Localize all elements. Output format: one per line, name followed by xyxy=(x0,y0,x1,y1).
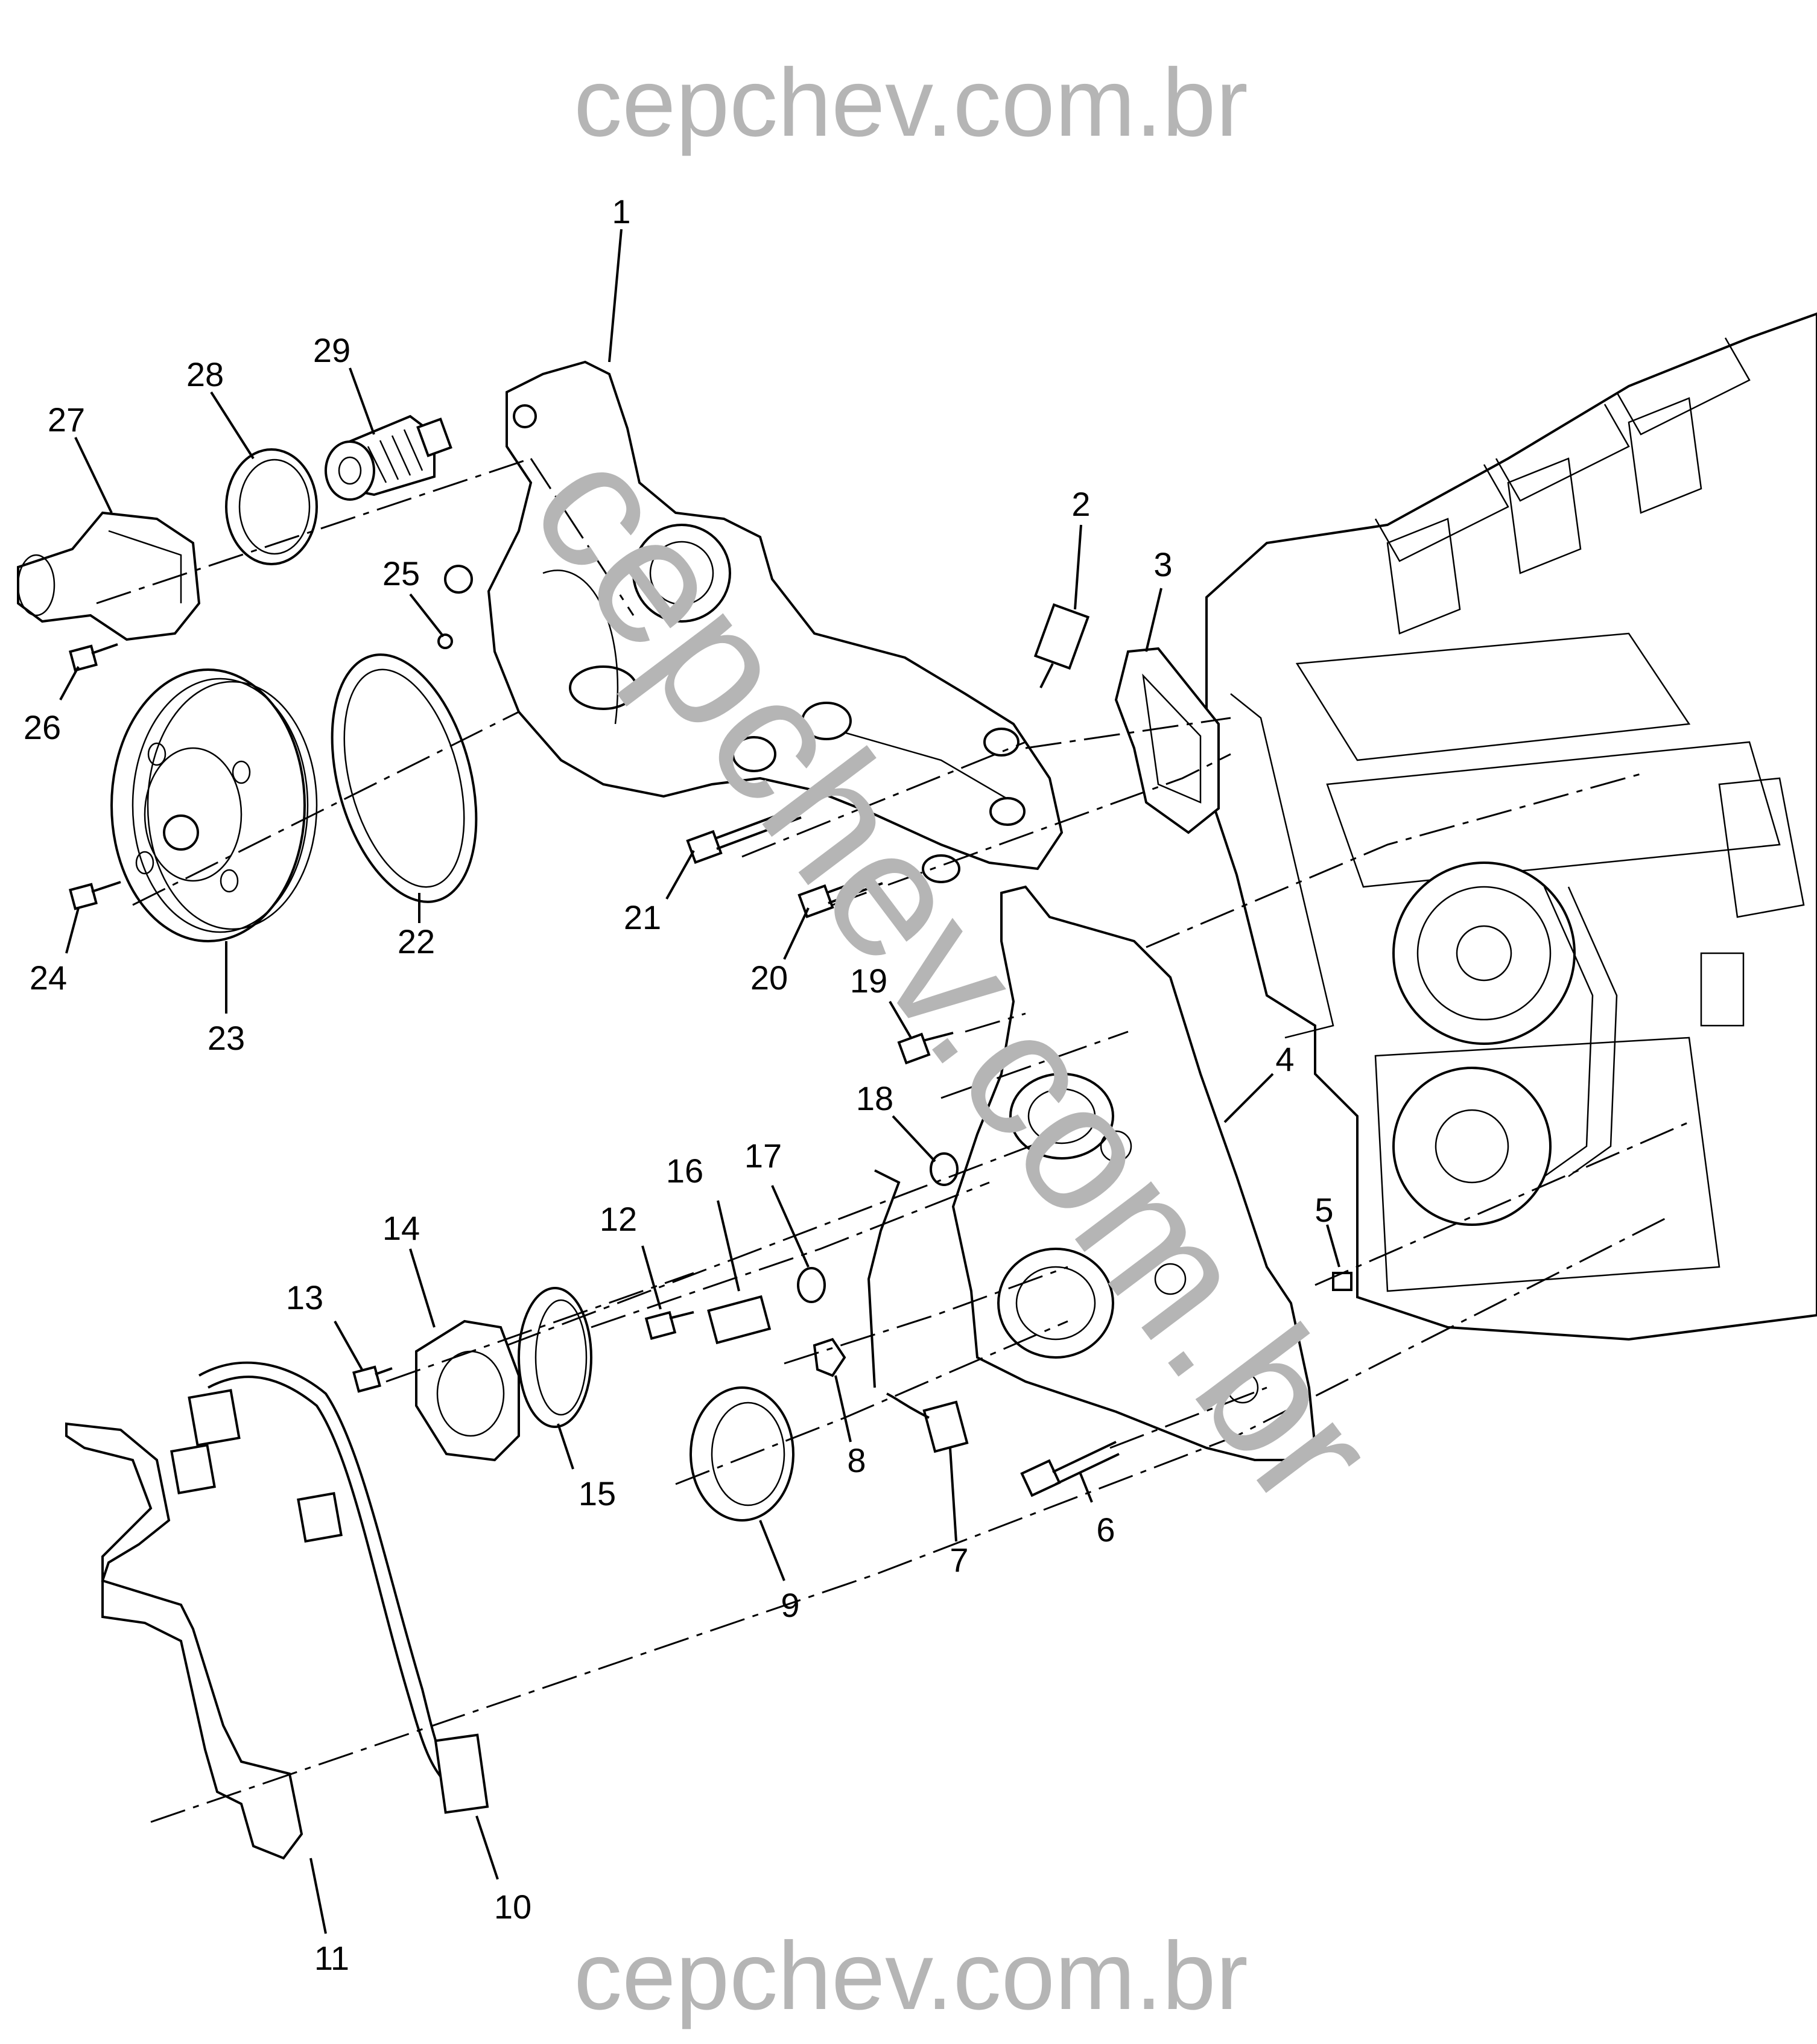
watermark-bottom: cepchev.com.br xyxy=(574,1922,1248,2030)
leader-lines xyxy=(59,229,1340,1934)
callout-4: 4 xyxy=(1275,1040,1294,1078)
front-cover xyxy=(951,885,1317,1461)
callout-7: 7 xyxy=(950,1541,968,1579)
callout-25: 25 xyxy=(382,554,420,592)
water-pump-gasket xyxy=(331,653,478,903)
callout-17: 17 xyxy=(744,1137,782,1175)
o-ring-part-18 xyxy=(930,1152,959,1186)
wiring-harness xyxy=(65,1361,489,1860)
callout-5: 5 xyxy=(1314,1191,1333,1229)
callout-21: 21 xyxy=(624,898,661,936)
callout-24: 24 xyxy=(30,959,67,997)
callout-29: 29 xyxy=(313,331,350,369)
sensor-housing-part-14 xyxy=(415,1319,520,1462)
callout-labels: 1 2 3 4 5 6 7 8 9 10 11 12 13 14 15 16 1… xyxy=(24,192,1334,1977)
callout-28: 28 xyxy=(186,355,224,393)
callout-3: 3 xyxy=(1153,545,1172,583)
o-ring-part-17 xyxy=(797,1267,826,1303)
bolt-part-24 xyxy=(69,881,121,910)
bolt-part-6 xyxy=(1020,1441,1120,1497)
water-pump-pulley xyxy=(110,668,318,942)
callout-13: 13 xyxy=(286,1278,323,1316)
bolt-part-21 xyxy=(686,806,802,864)
bolt-part-26 xyxy=(69,643,118,672)
callout-18: 18 xyxy=(856,1079,893,1117)
callout-10: 10 xyxy=(494,1888,531,1926)
bolt-part-13 xyxy=(352,1365,393,1393)
thermostat-seal xyxy=(225,448,318,565)
callout-15: 15 xyxy=(579,1474,616,1512)
sensor-lead xyxy=(867,1169,901,1388)
assembly-centerlines xyxy=(96,457,1690,1823)
callout-2: 2 xyxy=(1071,485,1090,523)
callout-8: 8 xyxy=(847,1441,866,1479)
water-pump-housing xyxy=(444,360,1064,883)
clip-part-8 xyxy=(813,1338,846,1377)
watermark-top: cepchev.com.br xyxy=(574,48,1248,156)
sensor-part-7 xyxy=(886,1392,969,1453)
dowel-part-25 xyxy=(437,633,453,649)
callout-12: 12 xyxy=(600,1200,637,1238)
crankshaft-seal xyxy=(690,1386,794,1522)
reluctor-ring-part-15 xyxy=(518,1287,592,1428)
callout-27: 27 xyxy=(48,401,85,439)
callout-11: 11 xyxy=(314,1939,349,1977)
callout-20: 20 xyxy=(750,959,788,997)
sensor-part-2 xyxy=(1033,603,1090,688)
bolt-part-19 xyxy=(897,1032,954,1065)
callout-19: 19 xyxy=(850,962,887,1000)
callout-16: 16 xyxy=(666,1152,703,1190)
engine-block xyxy=(1205,312,1817,1341)
thermostat xyxy=(325,414,452,501)
callout-22: 22 xyxy=(398,922,435,960)
thermostat-housing xyxy=(17,511,201,641)
callout-14: 14 xyxy=(382,1209,420,1247)
callout-6: 6 xyxy=(1096,1511,1115,1549)
callout-1: 1 xyxy=(612,192,630,230)
callout-26: 26 xyxy=(24,708,61,746)
callout-23: 23 xyxy=(208,1019,245,1057)
gasket-part-3 xyxy=(1114,647,1220,834)
callout-9: 9 xyxy=(781,1586,799,1624)
sensor-part-16 xyxy=(707,1295,772,1345)
bolt-part-12 xyxy=(644,1310,694,1341)
